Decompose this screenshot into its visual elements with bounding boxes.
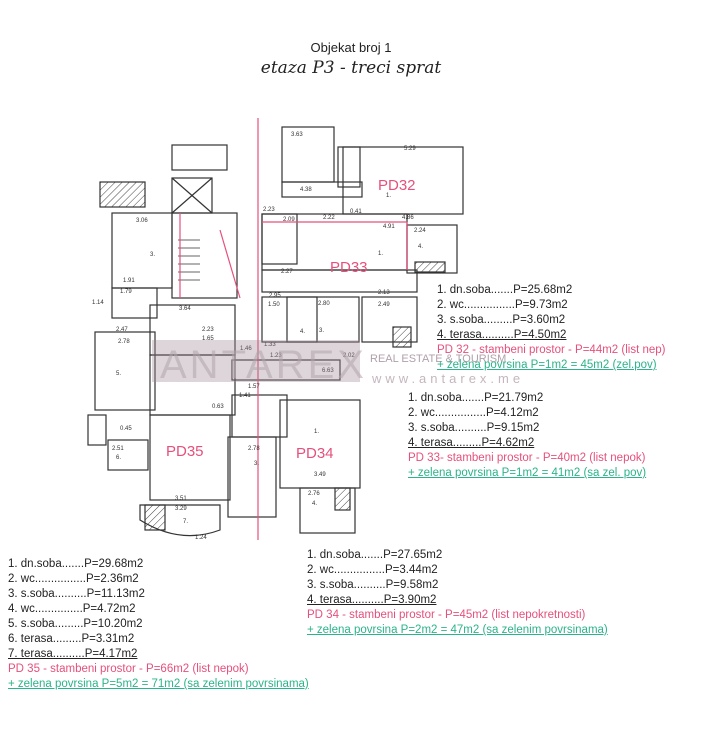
pd35-room-5: 5. s.soba.........P=10.20m2 xyxy=(8,618,143,630)
pd32-room-4: 4. terasa..........P=4.50m2 xyxy=(437,329,567,341)
svg-text:2.09: 2.09 xyxy=(283,217,295,223)
svg-text:2.78: 2.78 xyxy=(248,446,260,452)
svg-text:0.63: 0.63 xyxy=(212,404,224,410)
svg-text:2.22: 2.22 xyxy=(323,215,335,221)
unit-label-pd33: PD33 xyxy=(330,259,368,276)
floor-title: etaza P3 - treci sprat xyxy=(260,58,442,78)
pd32-summary: PD 32 - stambeni prostor - P=44m2 (list … xyxy=(437,344,666,356)
pd35-summary: PD 35 - stambeni prostor - P=66m2 (list … xyxy=(8,663,249,675)
svg-text:5.29: 5.29 xyxy=(404,146,416,152)
svg-text:2.49: 2.49 xyxy=(378,302,390,308)
svg-text:6.63: 6.63 xyxy=(322,368,334,374)
svg-text:3.: 3. xyxy=(150,252,155,258)
svg-text:1.65: 1.65 xyxy=(202,336,214,342)
watermark-tagline: REAL ESTATE & TOURISM xyxy=(370,353,506,365)
svg-text:5.: 5. xyxy=(116,371,121,377)
svg-text:0.41: 0.41 xyxy=(350,209,362,215)
svg-text:2.27: 2.27 xyxy=(281,269,293,275)
pd34-summary: PD 34 - stambeni prostor - P=45m2 (list … xyxy=(307,609,586,621)
svg-text:2.95: 2.95 xyxy=(269,293,281,299)
pd35-room-2: 2. wc................P=2.36m2 xyxy=(8,573,139,585)
svg-text:4.: 4. xyxy=(312,501,317,507)
svg-text:1.: 1. xyxy=(386,193,391,199)
svg-text:2.02: 2.02 xyxy=(343,353,355,359)
svg-text:3.51: 3.51 xyxy=(175,496,187,502)
pd33-room-2: 2. wc................P=4.12m2 xyxy=(408,407,539,419)
pd34-room-4: 4. terasa..........P=3.90m2 xyxy=(307,594,437,606)
svg-text:1.91: 1.91 xyxy=(123,278,135,284)
svg-text:4.86: 4.86 xyxy=(402,215,414,221)
pd35-room-3: 3. s.soba..........P=11.13m2 xyxy=(8,588,145,600)
svg-text:1.41: 1.41 xyxy=(239,393,251,399)
svg-text:1.50: 1.50 xyxy=(268,302,280,308)
pd33-room-3: 3. s.soba..........P=9.15m2 xyxy=(408,422,540,434)
svg-text:4.: 4. xyxy=(418,244,423,250)
svg-text:1.57: 1.57 xyxy=(248,384,260,390)
pd34-green-area: + zelena povrsina P=2m2 = 47m2 (sa zelen… xyxy=(307,624,608,636)
watermark-url: www.antarex.me xyxy=(371,371,524,386)
pd33-green-area: + zelena povrsina P=1m2 = 41m2 (sa zel. … xyxy=(408,467,647,479)
svg-text:0.45: 0.45 xyxy=(120,426,132,432)
pd33-room-1: 1. dn.soba.......P=21.79m2 xyxy=(408,392,544,404)
svg-text:3.06: 3.06 xyxy=(136,218,148,224)
svg-text:2.80: 2.80 xyxy=(318,301,330,307)
svg-text:2.23: 2.23 xyxy=(202,327,214,333)
pd33-room-4: 4. terasa.........P=4.62m2 xyxy=(408,437,535,449)
pd32-legend: 1. dn.soba.......P=25.68m2 2. wc........… xyxy=(437,283,666,373)
pd35-room-4: 4. wc...............P=4.72m2 xyxy=(8,603,136,615)
pd35-room-6: 6. terasa.........P=3.31m2 xyxy=(8,633,135,645)
svg-text:1.14: 1.14 xyxy=(92,300,104,306)
pd34-room-1: 1. dn.soba.......P=27.65m2 xyxy=(307,549,443,561)
svg-text:4.: 4. xyxy=(300,329,305,335)
svg-text:2.51: 2.51 xyxy=(112,446,124,452)
svg-text:3.49: 3.49 xyxy=(314,472,326,478)
svg-text:2.76: 2.76 xyxy=(308,491,320,497)
pd35-room-7: 7. terasa..........P=4.17m2 xyxy=(8,648,138,660)
svg-text:3.29: 3.29 xyxy=(175,506,187,512)
pd35-legend: 1. dn.soba.......P=29.68m2 2. wc........… xyxy=(8,557,309,692)
watermark-brand: ANTAREX xyxy=(160,343,367,387)
pd33-legend: 1. dn.soba.......P=21.79m2 2. wc........… xyxy=(408,391,646,481)
pd35-green-area: + zelena povrsina P=5m2 = 71m2 (sa zelen… xyxy=(8,678,309,690)
svg-text:1.79: 1.79 xyxy=(120,289,132,295)
pd32-room-3: 3. s.soba.........P=3.60m2 xyxy=(437,314,566,326)
svg-text:4.38: 4.38 xyxy=(300,187,312,193)
unit-label-pd32: PD32 xyxy=(378,177,416,194)
pd32-green-area: + zelena povrsina P=1m2 = 45m2 (zel.pov) xyxy=(437,359,657,371)
svg-text:2.23: 2.23 xyxy=(263,207,275,213)
pd34-room-3: 3. s.soba..........P=9.58m2 xyxy=(307,579,439,591)
svg-text:6.: 6. xyxy=(116,455,121,461)
unit-label-pd34: PD34 xyxy=(296,445,334,462)
svg-text:1.: 1. xyxy=(314,429,319,435)
svg-text:2.13: 2.13 xyxy=(378,290,390,296)
svg-text:1.46: 1.46 xyxy=(240,346,252,352)
pd35-room-1: 1. dn.soba.......P=29.68m2 xyxy=(8,558,144,570)
svg-text:1.33: 1.33 xyxy=(264,342,276,348)
svg-text:1.24: 1.24 xyxy=(195,535,207,541)
svg-text:1.: 1. xyxy=(378,251,383,257)
svg-text:2.78: 2.78 xyxy=(118,339,130,345)
watermark-band xyxy=(152,340,360,382)
unit-label-pd35: PD35 xyxy=(166,443,204,460)
svg-text:2.24: 2.24 xyxy=(414,228,426,234)
svg-text:3.: 3. xyxy=(319,328,324,334)
svg-text:2.47: 2.47 xyxy=(116,327,128,333)
pd32-room-2: 2. wc................P=9.73m2 xyxy=(437,299,568,311)
pd32-room-1: 1. dn.soba.......P=25.68m2 xyxy=(437,284,573,296)
svg-text:7.: 7. xyxy=(183,519,188,525)
svg-text:3.: 3. xyxy=(254,461,259,467)
svg-text:1.23: 1.23 xyxy=(270,353,282,359)
object-title: Objekat broj 1 xyxy=(310,40,392,55)
svg-text:3.64: 3.64 xyxy=(179,306,191,312)
svg-text:4.91: 4.91 xyxy=(383,224,395,230)
pd33-summary: PD 33- stambeni prostor - P=40m2 (list n… xyxy=(408,452,646,464)
svg-text:3.63: 3.63 xyxy=(291,132,303,138)
pd34-room-2: 2. wc................P=3.44m2 xyxy=(307,564,438,576)
pd34-legend: 1. dn.soba.......P=27.65m2 2. wc........… xyxy=(307,548,608,638)
